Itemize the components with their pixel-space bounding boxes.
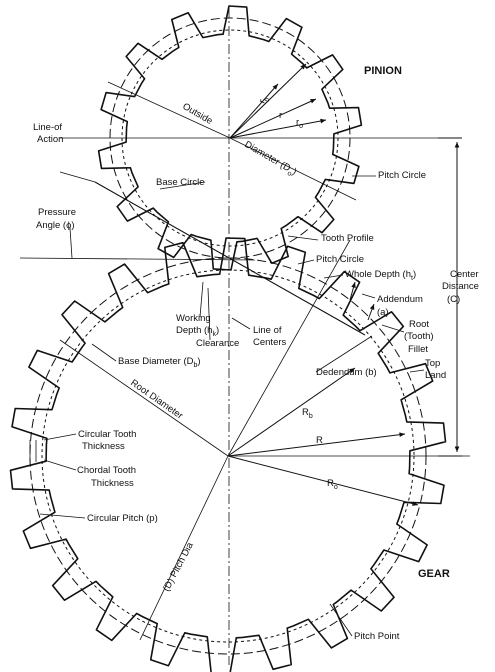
dedendum-leader [315, 335, 373, 373]
whole-depth-leader [323, 274, 344, 279]
gear-r-arrow [227, 433, 406, 457]
pinion-label: PINION [364, 65, 402, 77]
pinion-rb-label: rb [257, 94, 272, 106]
center-distance-label-3: (C) [447, 294, 460, 305]
base-circle-label: Base Circle [156, 177, 205, 188]
circular-tooth-label-2: Thickness [82, 441, 125, 452]
gear-label: GEAR [418, 568, 450, 580]
base-circle-leader [159, 181, 206, 190]
gear-base-diameter-line [59, 339, 229, 457]
addendum-label: Addendum [377, 294, 423, 305]
outside-diameter-label: Diameter (Do) [242, 139, 299, 179]
gear-pitch-radius-line [227, 239, 351, 457]
clearance-label: Clearance [196, 338, 239, 349]
pressure-angle-label-2: Angle (ϕ) [36, 220, 75, 231]
base-diameter-leader [91, 343, 117, 362]
gear-rb-arrow-head [349, 368, 355, 374]
pressure-angle-label: Pressure [38, 207, 76, 218]
pitch-point-label: Pitch Point [354, 631, 400, 642]
pinion-r-label: r [279, 110, 282, 121]
top-land-leader [409, 369, 425, 373]
pitch-point-horizontal-line [19, 257, 256, 261]
gear-pitch-dia-line [139, 455, 229, 641]
top-land-label-2: Land [425, 370, 446, 381]
chordal-tooth-label-2: Thickness [91, 478, 134, 489]
gear-rb-label: Rb [302, 407, 313, 420]
pinion-diameter-line [229, 137, 357, 201]
circular-pitch-label: Circular Pitch (p) [87, 513, 158, 524]
gear-ro-arrow-head [412, 501, 418, 506]
pitch-circle-lower-leader [297, 259, 315, 265]
top-land-label: Top [425, 358, 440, 369]
gear-r-arrow-head [399, 432, 405, 438]
root-fillet-leader [381, 324, 405, 333]
root-fillet-label-3: Fillet [408, 344, 428, 355]
gear-ro-arrow [227, 455, 419, 506]
addendum-leader [361, 293, 376, 299]
gear-ro-label: Ro [327, 478, 338, 491]
line-of-action-label-2: Action [37, 134, 63, 145]
diagram-geometry [9, 5, 470, 672]
gear-rb-arrow [227, 367, 356, 457]
pinion-outline [97, 5, 363, 271]
pitch-circle-lower-label: Pitch Circle [316, 254, 364, 265]
root-fillet-label: Root [409, 319, 429, 330]
whole-depth-label: Whole Depth (ht) [345, 269, 416, 282]
pinion-ro-arrow-head [320, 118, 326, 124]
gear-outline [9, 237, 447, 672]
pinion-r-arrow [229, 98, 317, 139]
line-of-centers-label: Line of [253, 325, 282, 336]
line-of-action-leader [59, 171, 96, 183]
circular-tooth-label: Circular Tooth [78, 429, 136, 440]
line-of-action [94, 181, 366, 336]
working-depth-label: Working [176, 313, 211, 324]
center-distance-arrow-down-head [454, 446, 460, 452]
root-diameter-label: Root Diameter [128, 377, 184, 421]
pitch-circle-upper-label: Pitch Circle [378, 170, 426, 181]
addendum-label-2: (a) [377, 307, 389, 318]
center-distance-label-2: Distance [442, 281, 479, 292]
line-of-centers-label-2: Centers [253, 337, 287, 348]
clearance-leader [207, 287, 211, 341]
circular-pitch-leader [39, 513, 86, 519]
tooth-profile-label: Tooth Profile [321, 233, 374, 244]
pinion-rb-arrow [229, 83, 279, 139]
circular-tooth-leader [43, 433, 77, 441]
tooth-profile-leader [287, 235, 319, 241]
whole-depth-mark-head [351, 282, 356, 288]
pinion-r-arrow-head [310, 99, 316, 104]
dedendum-label: Dedendum (b) [316, 367, 377, 378]
pinion-outside-arrow [229, 63, 307, 139]
pitch-point-leader [329, 603, 353, 637]
chordal-tooth-leader [43, 459, 77, 471]
center-distance-arrow-up-head [454, 142, 460, 148]
pinion-rb-arrow-head [272, 84, 278, 90]
line-of-centers-leader [231, 317, 251, 330]
pinion-ro-arrow [229, 119, 327, 139]
pinion-ro-label: ro [296, 117, 303, 130]
base-diameter-label: Base Diameter (Db) [118, 356, 201, 369]
pinion-outside-diameter-line [107, 81, 231, 139]
working-depth-label-2: Depth (hk) [176, 325, 219, 338]
working-depth-leader [199, 281, 204, 318]
pitch-dia-label: (D) Pitch Dia [161, 540, 196, 593]
pinion-outside-arrow-head [300, 64, 306, 70]
pressure-angle-leader [69, 227, 73, 259]
center-distance-label: Center [450, 269, 479, 280]
root-fillet-label-2: (Tooth) [404, 331, 434, 342]
addendum-mark-head [369, 304, 375, 310]
chordal-tooth-label: Chordal Tooth [77, 465, 136, 476]
gear-r-label: R [316, 435, 323, 446]
line-of-action-label: Line-of [33, 122, 62, 133]
